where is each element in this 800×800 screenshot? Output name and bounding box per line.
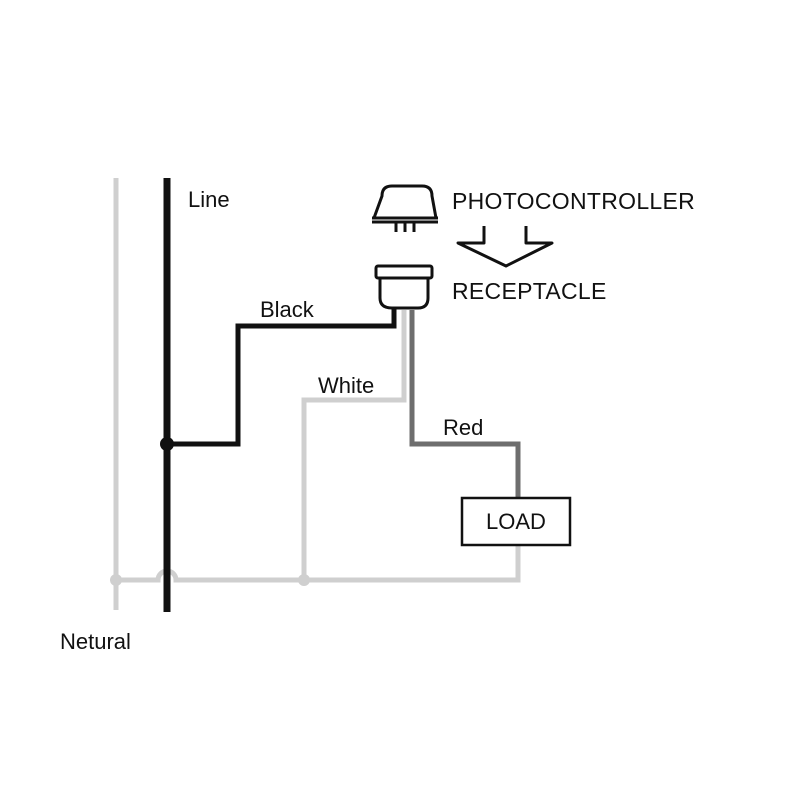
neutral-junction-left bbox=[110, 574, 122, 586]
line-label: Line bbox=[188, 187, 230, 212]
load-box bbox=[460, 496, 572, 547]
black-wire bbox=[167, 308, 397, 447]
photocontroller-label: PHOTOCONTROLLER bbox=[452, 188, 695, 214]
neutral-label: Netural bbox=[60, 629, 131, 654]
receptacle-label: RECEPTACLE bbox=[452, 278, 607, 304]
white-label: White bbox=[318, 373, 374, 398]
receptacle-icon bbox=[374, 264, 434, 310]
photocontroller-icon bbox=[371, 184, 438, 232]
black-label: Black bbox=[260, 297, 315, 322]
down-arrow-icon bbox=[456, 226, 554, 268]
load-label: LOAD bbox=[486, 509, 546, 534]
line-junction bbox=[160, 437, 174, 451]
red-wire bbox=[409, 310, 521, 498]
red-label: Red bbox=[443, 415, 483, 440]
neutral-wire-bottom bbox=[116, 545, 521, 583]
white-wire bbox=[301, 310, 407, 580]
